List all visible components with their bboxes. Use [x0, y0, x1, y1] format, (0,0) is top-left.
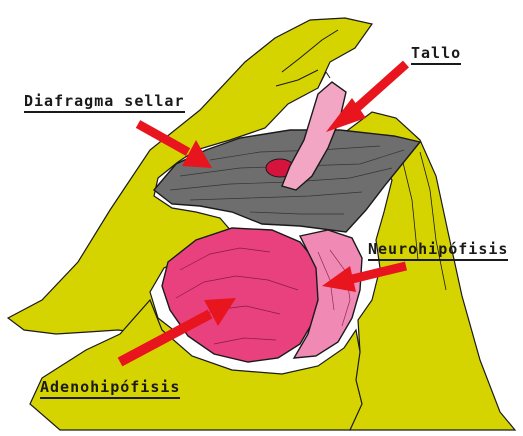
label-stalk: Tallo [411, 44, 461, 65]
label-diaphragma-sellae: Diafragma sellar [24, 92, 185, 113]
label-neurohypophysis: Neurohipófisis [368, 240, 508, 261]
label-adenohypophysis: Adenohipófisis [40, 378, 180, 399]
